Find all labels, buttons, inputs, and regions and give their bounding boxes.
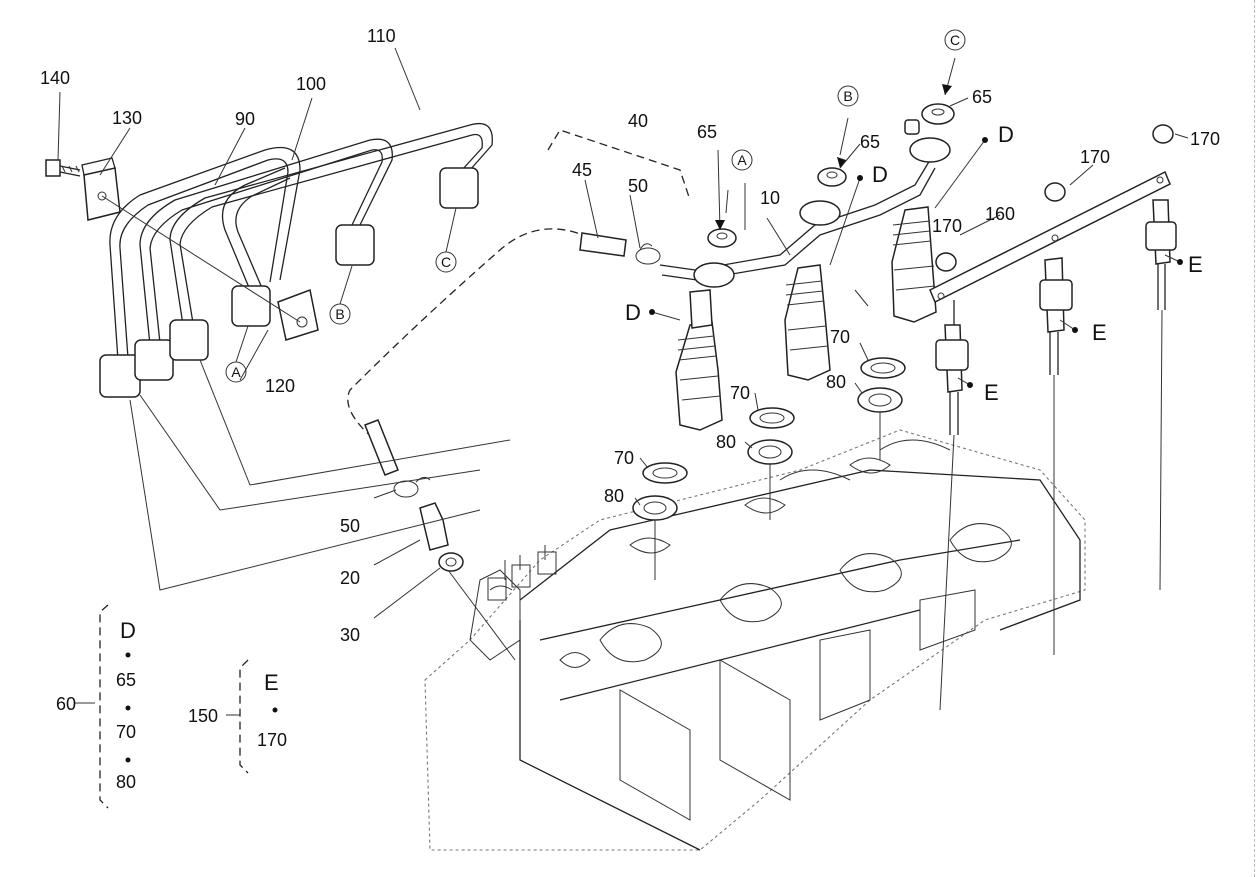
ref-e-2: E (1092, 320, 1107, 345)
page-edge (1254, 0, 1255, 877)
kit-150-item-170: 170 (257, 730, 287, 750)
callout-50-top: 50 (628, 176, 648, 196)
ref-b-top: B (843, 88, 852, 104)
callout-labels: 140 130 90 100 110 120 40 45 50 65 10 65… (40, 26, 1220, 645)
kit-150-id: 150 (188, 706, 218, 726)
callout-65-b: 65 (860, 132, 880, 152)
kit-60-item-65: 65 (116, 670, 136, 690)
ref-a-top: A (737, 152, 747, 168)
return-hose (129, 228, 661, 661)
ref-c-top: C (950, 32, 960, 48)
reference-letters: D D D E E E A B C A B C (225, 29, 1203, 405)
ref-d-1: D (625, 300, 641, 325)
arrows (649, 84, 1183, 388)
callout-70-c: 70 (830, 327, 850, 347)
ref-d-2: D (872, 162, 888, 187)
pipe-nuts (99, 167, 479, 398)
callout-65-c: 65 (972, 87, 992, 107)
washers (632, 357, 906, 580)
pipe-clamp (45, 157, 319, 341)
callout-80-c: 80 (826, 372, 846, 392)
nuts-65 (707, 103, 955, 248)
callout-30: 30 (340, 625, 360, 645)
callout-40: 40 (628, 111, 648, 131)
callout-45: 45 (572, 160, 592, 180)
callout-80-a: 80 (604, 486, 624, 506)
injection-pipes (109, 122, 493, 361)
leader-lines (57, 47, 1189, 809)
kit-150-title: E (264, 670, 279, 695)
callout-170-a: 170 (1190, 129, 1220, 149)
callout-80-b: 80 (716, 432, 736, 452)
ref-d-3: D (998, 122, 1014, 147)
kit-60-item-70: 70 (116, 722, 136, 742)
callout-100: 100 (296, 74, 326, 94)
callout-20: 20 (340, 568, 360, 588)
ref-a-left: A (231, 364, 241, 380)
callout-65-a: 65 (697, 122, 717, 142)
leak-off-pipe (547, 119, 951, 288)
callout-170-b: 170 (1080, 147, 1110, 167)
callout-170-c: 170 (932, 216, 962, 236)
callout-70-a: 70 (614, 448, 634, 468)
callout-50-bottom: 50 (340, 516, 360, 536)
kit-60-title: D (120, 618, 136, 643)
ref-b-left: B (335, 306, 344, 322)
cylinder-head (424, 429, 1086, 851)
kit-60-item-80: 80 (116, 772, 136, 792)
callout-140: 140 (40, 68, 70, 88)
kit-150-legend: 150 E 170 (188, 670, 287, 750)
callout-120: 120 (265, 376, 295, 396)
kit-60-id: 60 (56, 694, 76, 714)
callout-160: 160 (985, 204, 1015, 224)
callout-110: 110 (367, 26, 396, 46)
kit-60-legend: 60 D 65 70 80 (56, 618, 136, 792)
callout-10: 10 (760, 188, 780, 208)
callout-70-b: 70 (730, 383, 750, 403)
ref-e-1: E (984, 380, 999, 405)
ref-c-left: C (441, 254, 451, 270)
injectors (675, 206, 937, 431)
callout-130: 130 (112, 108, 142, 128)
glow-plugs (929, 124, 1177, 711)
ref-e-3: E (1188, 252, 1203, 277)
callout-90: 90 (235, 109, 255, 129)
